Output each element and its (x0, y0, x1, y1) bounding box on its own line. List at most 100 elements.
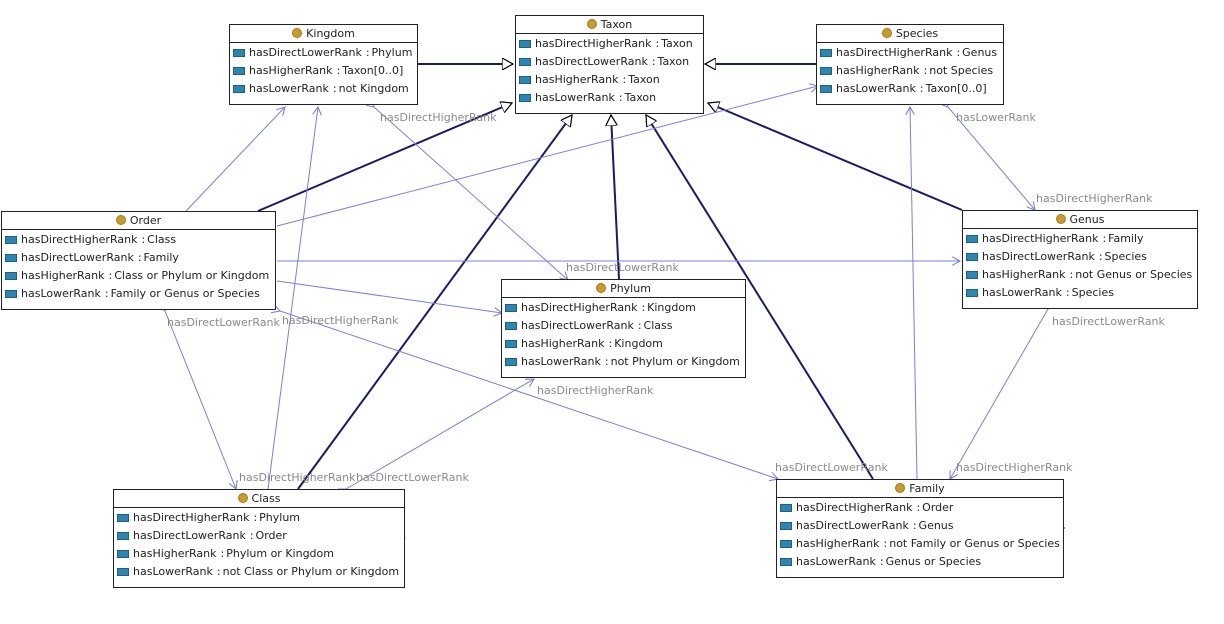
property-row[interactable]: hasDirectHigherRank:Phylum (114, 509, 404, 527)
property-row[interactable]: hasDirectHigherRank:Order (777, 499, 1063, 517)
object-property-icon (519, 58, 531, 66)
property-row[interactable]: hasLowerRank:not Class or Phylum or King… (114, 563, 404, 581)
edge-label: hasDirectHigherRank (380, 111, 497, 124)
property-range: Family or Genus or Species (110, 287, 260, 300)
object-property-icon (820, 67, 832, 75)
class-box-class[interactable]: Class hasDirectHigherRank:Phylum hasDire… (113, 489, 405, 588)
property-row[interactable]: hasLowerRank:Taxon[0..0] (817, 80, 1003, 98)
class-icon (586, 19, 597, 29)
object-property-icon (233, 49, 245, 57)
property-row[interactable]: hasLowerRank:Taxon (516, 89, 703, 107)
class-box-kingdom[interactable]: Kingdom hasDirectLowerRank:Phylum hasHig… (229, 24, 418, 105)
property-name: hasHigherRank (133, 547, 217, 560)
edge-label: hasDirectLowerRank (167, 316, 280, 329)
property-row[interactable]: hasDirectLowerRank:Family (2, 249, 275, 267)
property-row[interactable]: hasHigherRank:not Family or Genus or Spe… (777, 535, 1063, 553)
property-edge-order-species (276, 86, 818, 227)
property-row[interactable]: hasDirectHigherRank:Taxon (516, 35, 703, 53)
property-name: hasHigherRank (796, 537, 880, 550)
property-range: Order (255, 529, 287, 542)
property-name: hasLowerRank (535, 91, 615, 104)
property-range: Taxon[0..0] (925, 82, 987, 95)
class-box-genus[interactable]: Genus hasDirectHigherRank:Family hasDire… (962, 210, 1198, 309)
class-box-taxon[interactable]: Taxon hasDirectHigherRank:Taxon hasDirec… (515, 15, 704, 114)
class-icon (115, 215, 126, 225)
class-icon (1055, 214, 1066, 224)
property-range: Phylum (371, 46, 413, 59)
property-range: not Family or Genus or Species (889, 537, 1060, 550)
class-box-family[interactable]: Family hasDirectHigherRank:Order hasDire… (776, 479, 1064, 578)
property-range: Order (922, 501, 954, 514)
property-row[interactable]: hasDirectLowerRank:Phylum (230, 44, 417, 62)
property-row[interactable]: hasDirectLowerRank:Class (502, 317, 745, 335)
property-row[interactable]: hasDirectHigherRank:Genus (817, 44, 1003, 62)
property-range: Genus (918, 519, 954, 532)
property-range: Species (1071, 286, 1114, 299)
property-name: hasDirectLowerRank (133, 529, 246, 542)
class-header: Phylum (502, 280, 745, 298)
object-property-icon (780, 540, 792, 548)
property-row[interactable]: hasDirectHigherRank:Family (963, 230, 1197, 248)
class-header: Species (817, 25, 1003, 43)
property-row[interactable]: hasDirectLowerRank:Genus (777, 517, 1063, 535)
object-property-icon (505, 358, 517, 366)
object-property-icon (5, 290, 17, 298)
property-row[interactable]: hasDirectHigherRank:Kingdom (502, 299, 745, 317)
property-row[interactable]: hasHigherRank:Kingdom (502, 335, 745, 353)
property-row[interactable]: hasHigherRank:Phylum or Kingdom (114, 545, 404, 563)
object-property-icon (117, 514, 129, 522)
property-name: hasDirectLowerRank (982, 250, 1095, 263)
property-range: not Phylum or Kingdom (610, 355, 740, 368)
property-range: Species (1104, 250, 1147, 263)
property-row[interactable]: hasLowerRank:Family or Genus or Species (2, 285, 275, 303)
property-name: hasHigherRank (249, 64, 333, 77)
property-row[interactable]: hasLowerRank:Genus or Species (777, 553, 1063, 571)
edge-label: hasLowerRank (956, 111, 1037, 124)
object-property-icon (966, 289, 978, 297)
object-property-icon (117, 532, 129, 540)
class-name: Family (909, 482, 945, 495)
class-box-order[interactable]: Order hasDirectHigherRank:Class hasDirec… (1, 211, 276, 310)
property-row[interactable]: hasDirectLowerRank:Order (114, 527, 404, 545)
property-name: hasDirectHigherRank (521, 301, 638, 314)
property-row[interactable]: hasDirectHigherRank:Class (2, 231, 275, 249)
property-row[interactable]: hasHigherRank:Class or Phylum or Kingdom (2, 267, 275, 285)
property-name: hasDirectLowerRank (796, 519, 909, 532)
class-icon (596, 283, 607, 293)
property-name: hasLowerRank (21, 287, 101, 300)
property-range: Taxon (624, 91, 657, 104)
object-property-icon (519, 40, 531, 48)
object-property-icon (966, 235, 978, 243)
property-range: not Species (929, 64, 994, 77)
class-box-phylum[interactable]: Phylum hasDirectHigherRank:Kingdom hasDi… (501, 279, 746, 378)
property-edge-order-kingdom (185, 107, 285, 212)
property-row[interactable]: hasHigherRank:not Genus or Species (963, 266, 1197, 284)
property-row[interactable]: hasLowerRank:Species (963, 284, 1197, 302)
property-name: hasDirectHigherRank (133, 511, 250, 524)
object-property-icon (117, 550, 129, 558)
class-box-species[interactable]: Species hasDirectHigherRank:Genus hasHig… (816, 24, 1004, 105)
property-name: hasDirectLowerRank (535, 55, 648, 68)
property-edge-genus-family (950, 309, 1048, 479)
class-header: Order (2, 212, 275, 230)
property-row[interactable]: hasDirectLowerRank:Taxon (516, 53, 703, 71)
subclass-edge-genus-taxon (708, 103, 963, 211)
property-row[interactable]: hasLowerRank:not Kingdom (230, 80, 417, 98)
property-row[interactable]: hasHigherRank:Taxon[0..0] (230, 62, 417, 80)
property-row[interactable]: hasLowerRank:not Phylum or Kingdom (502, 353, 745, 371)
property-name: hasDirectHigherRank (796, 501, 913, 514)
class-icon (292, 28, 303, 38)
property-row[interactable]: hasHigherRank:not Species (817, 62, 1003, 80)
property-range: not Kingdom (338, 82, 409, 95)
object-property-icon (5, 272, 17, 280)
property-row[interactable]: hasHigherRank:Taxon (516, 71, 703, 89)
class-name: Taxon (600, 18, 633, 31)
property-range: Kingdom (647, 301, 696, 314)
object-property-icon (505, 322, 517, 330)
property-edge-order-class (165, 311, 236, 489)
property-name: hasDirectLowerRank (521, 319, 634, 332)
edge-label: hasDirectHigherRank (282, 314, 399, 327)
property-range: Taxon (661, 37, 693, 50)
class-name: Order (129, 214, 162, 227)
property-row[interactable]: hasDirectLowerRank:Species (963, 248, 1197, 266)
